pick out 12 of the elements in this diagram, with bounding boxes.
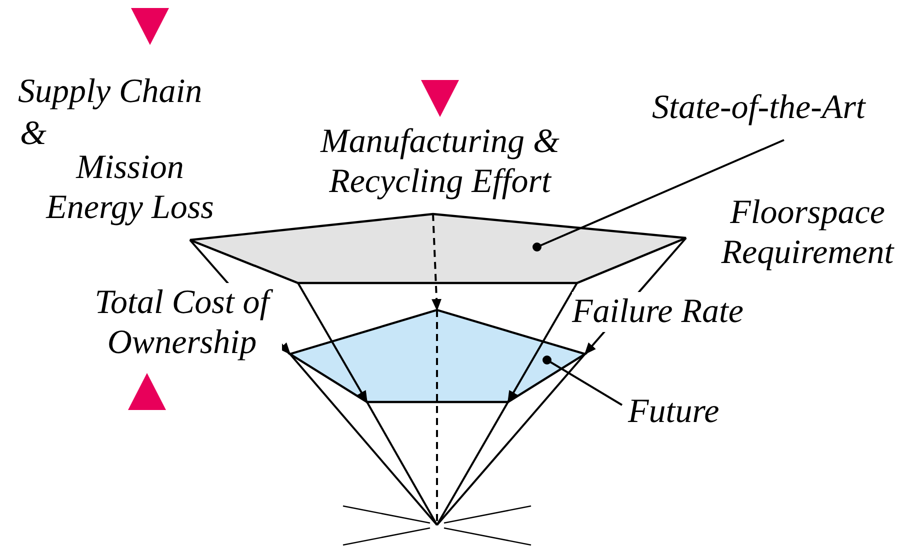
callout-label: Future: [628, 392, 748, 432]
axis-label: Manufacturing & Recycling Effort: [319, 122, 560, 202]
arrow: [432, 214, 442, 311]
axis-label: Supply Chain: [18, 72, 204, 112]
callout-label: State-of-the-Art: [652, 88, 912, 128]
arrow: [297, 282, 368, 403]
axis-label: Mission Energy Loss: [44, 148, 215, 228]
leader-line: [532, 139, 784, 252]
leader-line: [542, 356, 623, 406]
axis-label: Floorspace Requirement: [720, 193, 896, 273]
axis-label: &: [20, 114, 48, 154]
arrow: [507, 282, 578, 403]
